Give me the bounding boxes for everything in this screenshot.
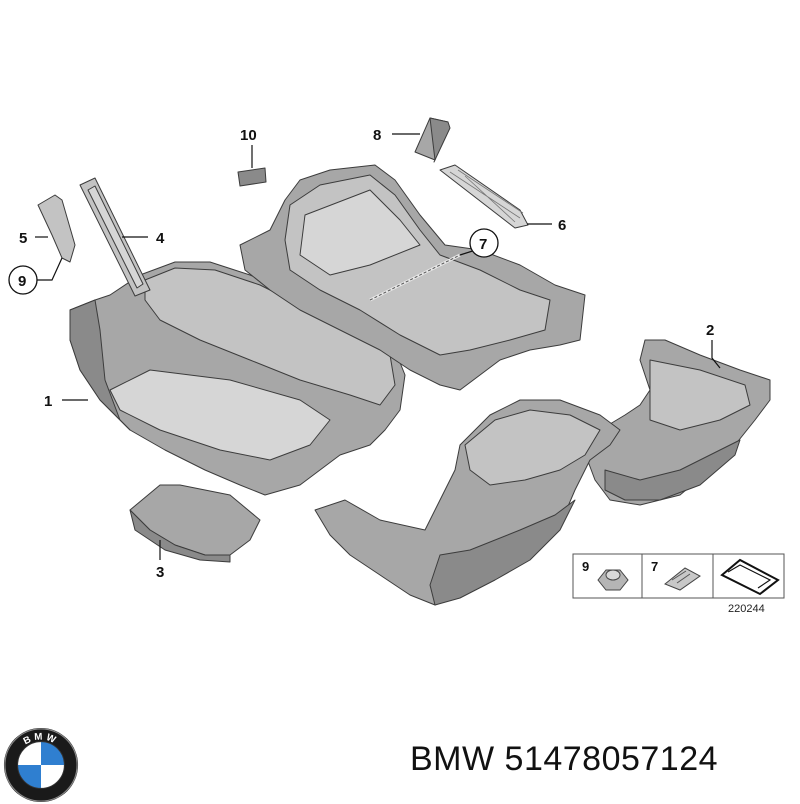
callout-9: 9 <box>18 273 26 290</box>
part-6-mesh-net <box>439 164 529 229</box>
part-7-strip <box>369 253 461 302</box>
part-number-caption: BMW 51478057124 <box>410 740 719 778</box>
svg-text:BMW: BMW <box>22 731 60 747</box>
part-8-block <box>414 117 451 163</box>
legend-box: 9 7 220244 <box>572 553 785 615</box>
part-3-floor-insert <box>129 484 261 563</box>
bmw-logo-icon: BMW <box>3 727 79 803</box>
legend-label-9: 9 <box>582 559 589 574</box>
callout-7: 7 <box>479 236 487 253</box>
callout-4: 4 <box>156 230 165 247</box>
part-10-pad <box>237 167 267 187</box>
callout-5: 5 <box>19 230 27 247</box>
callout-7-ring <box>469 228 499 258</box>
rear-floor-carpet-lower <box>314 399 621 606</box>
mat-section-icon <box>720 558 780 596</box>
part-4-sill-strip <box>79 177 151 297</box>
callout-3: 3 <box>156 564 164 581</box>
diagram-code: 220244 <box>728 603 765 615</box>
part-2-rear-carpet-section <box>579 339 771 506</box>
callout-2: 2 <box>706 322 714 339</box>
callout-8: 8 <box>373 127 381 144</box>
legend-label-7: 7 <box>651 559 658 574</box>
callout-10: 10 <box>240 127 257 144</box>
callout-9-ring <box>8 265 38 295</box>
callout-6: 6 <box>558 217 566 234</box>
part-5-bracket <box>37 194 76 263</box>
callout-1: 1 <box>44 393 52 410</box>
clip-icon <box>664 567 701 591</box>
nut-icon <box>597 569 629 591</box>
logo-lettering: BMW <box>22 731 57 747</box>
